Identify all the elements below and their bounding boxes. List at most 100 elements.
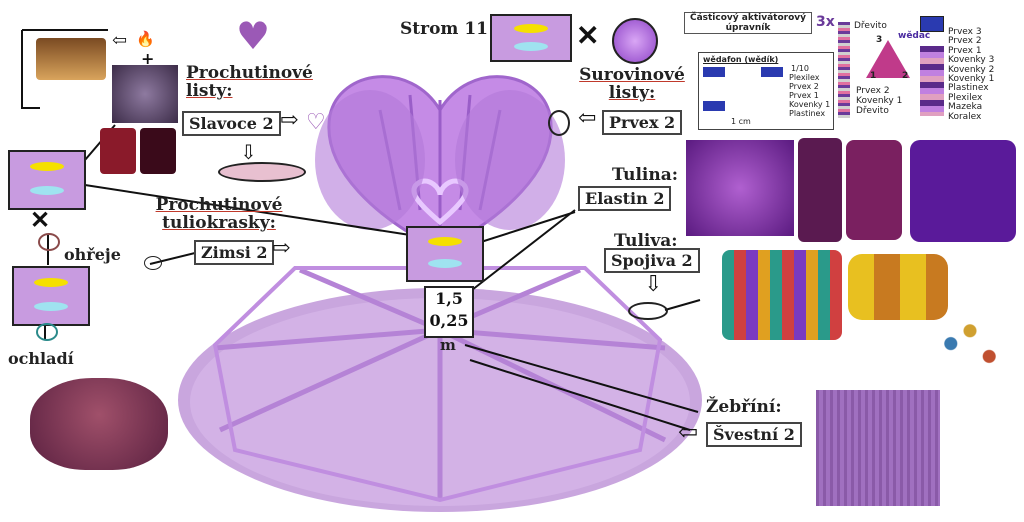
- multiplier-label: 3x: [816, 14, 835, 30]
- arrow-right-icon: ⇨: [272, 236, 291, 261]
- activator-title: Částicový aktivátorový úpravník: [689, 13, 807, 33]
- cyan-ellipse: [30, 186, 64, 195]
- tracksuit-image: [910, 140, 1016, 242]
- list-d-item: Kovenky 2: [948, 64, 995, 75]
- tuliva-heading: Tuliva:: [614, 231, 678, 251]
- leaf-heart-icon: ♥: [236, 14, 271, 58]
- yellow-ellipse: [30, 162, 64, 171]
- scale-label: 1/10: [791, 64, 809, 73]
- seed-icon: [144, 256, 162, 270]
- tree-foliage-right: [455, 90, 565, 230]
- list-b-item: Dřevito: [856, 106, 889, 116]
- list-d: Prvex 3 Prvex 2 Prvex 1 Kovenky 3 Kovenk…: [948, 27, 995, 122]
- yellow-ellipse: [34, 278, 68, 287]
- tree-schema-left: [8, 150, 86, 210]
- arrow-down-icon: ⇩: [644, 272, 663, 297]
- cyan-ellipse: [514, 42, 548, 51]
- device-icon: [761, 67, 783, 77]
- list-c-top: Dřevito: [854, 21, 887, 31]
- width-value: 0,25: [429, 311, 469, 330]
- tulina-value: Elastin 2: [578, 186, 672, 211]
- list-b-item: Prvex 2: [856, 86, 890, 96]
- round-seed-icon: [612, 18, 658, 64]
- arrow-left-icon: ⇦: [678, 418, 699, 446]
- list-d-item: Kovenky 3: [948, 55, 995, 66]
- stack-column-2: [920, 46, 944, 116]
- list-b: Prvex 2 Kovenky 1 Dřevito: [856, 86, 902, 116]
- page-title: Strom 11: [400, 19, 488, 39]
- stack-column: [838, 22, 850, 118]
- fabric-image: [686, 140, 794, 236]
- buttons-image: [922, 318, 1018, 382]
- surovinove-listy-heading: Surovinové listy:: [579, 65, 685, 103]
- arrow-left-icon: ⇦: [578, 106, 597, 131]
- oval-leaf-icon: [548, 110, 570, 136]
- berries-image: [112, 65, 178, 123]
- list-a: Plexilex Prvex 2 Prvex 1 Kovenky 1 Plast…: [789, 73, 830, 118]
- fence-rail: [212, 266, 663, 503]
- list-d-item: Prvex 2: [948, 36, 982, 47]
- monitor-icon: [920, 16, 944, 32]
- height-value: 1,5: [435, 289, 463, 308]
- list-d-item: Koralex: [948, 111, 982, 122]
- zebrini-heading: Žebříní:: [706, 397, 782, 417]
- list-a-item: Plastinex: [789, 109, 826, 118]
- triangle-icon: [866, 40, 910, 78]
- wedafon-label: wědafon (wědík): [703, 55, 779, 64]
- list-a-item: Prvex 2: [789, 82, 819, 91]
- cyan-ellipse: [428, 259, 462, 268]
- wedafon-panel: wědafon (wědík) 1/10 1 cm Plexilex Prvex…: [698, 52, 834, 130]
- tree-foliage-left: [315, 90, 425, 230]
- heat-seed-icon: [38, 233, 60, 251]
- list-b-item: Kovenky 1: [856, 96, 903, 106]
- list-d-item: Prvex 3: [948, 27, 982, 37]
- cake-image: [36, 38, 106, 80]
- list-a-item: Kovenky 1: [789, 100, 831, 109]
- tuliokrasky-heading: Prochutinové tuliokrasky:: [155, 195, 283, 233]
- tulina-heading: Tulina:: [612, 165, 679, 185]
- triangle-label: 2: [902, 71, 909, 81]
- pants-image: [798, 138, 842, 242]
- yellow-ellipse: [428, 237, 462, 246]
- thread-spools-image: [722, 250, 842, 340]
- plus-sign: +: [141, 49, 155, 68]
- dimensions-box: 1,5 0,25: [424, 286, 474, 338]
- ochladi-label: ochladí: [8, 349, 74, 368]
- arrow-right-icon: ⇨: [280, 108, 299, 133]
- jam-jar-2: [140, 128, 176, 174]
- list-a-item: Plexilex: [789, 73, 820, 82]
- ohreje-label: ohřeje: [64, 245, 121, 264]
- spool-seed-icon: [628, 302, 668, 320]
- triangle-label: 1: [870, 71, 877, 81]
- zebrini-value: Švestní 2: [706, 422, 802, 447]
- flame-icon: 🔥: [136, 30, 155, 48]
- cross-icon-left: ✕: [30, 205, 51, 234]
- ice-cream-image: [30, 378, 168, 470]
- device-icon: [703, 101, 725, 111]
- list-d-item: Prvex 1: [948, 45, 982, 56]
- surovinove-listy-value: Prvex 2: [602, 110, 683, 135]
- tree-schema-top: [490, 14, 572, 62]
- wood-texture-image: [816, 390, 940, 506]
- cyan-ellipse: [34, 302, 68, 311]
- small-heart-icon: ♡: [306, 110, 326, 135]
- cool-seed-icon: [36, 323, 58, 341]
- list-d-item: Kovenky 1: [948, 74, 995, 85]
- plate-icon: [218, 162, 306, 182]
- yarn-spools-image: [848, 254, 948, 320]
- jam-jar-1: [100, 128, 136, 174]
- list-d-item: Plexilex: [948, 92, 983, 103]
- activator-title-box: Částicový aktivátorový úpravník: [684, 12, 812, 34]
- wedac-label: wědač: [898, 31, 931, 41]
- cross-icon: ✕: [576, 19, 600, 52]
- arrow-left-icon: ⇦: [112, 30, 128, 51]
- triangle-label: 3: [876, 35, 883, 45]
- arrow-down-icon: ⇩: [240, 140, 257, 164]
- device-icon: [703, 67, 725, 77]
- tuliva-value: Spojiva 2: [604, 248, 700, 273]
- list-a-item: Prvex 1: [789, 91, 819, 100]
- unit-label: m: [440, 336, 456, 354]
- jacket-image: [846, 140, 902, 240]
- tree-schema-left-2: [12, 266, 90, 326]
